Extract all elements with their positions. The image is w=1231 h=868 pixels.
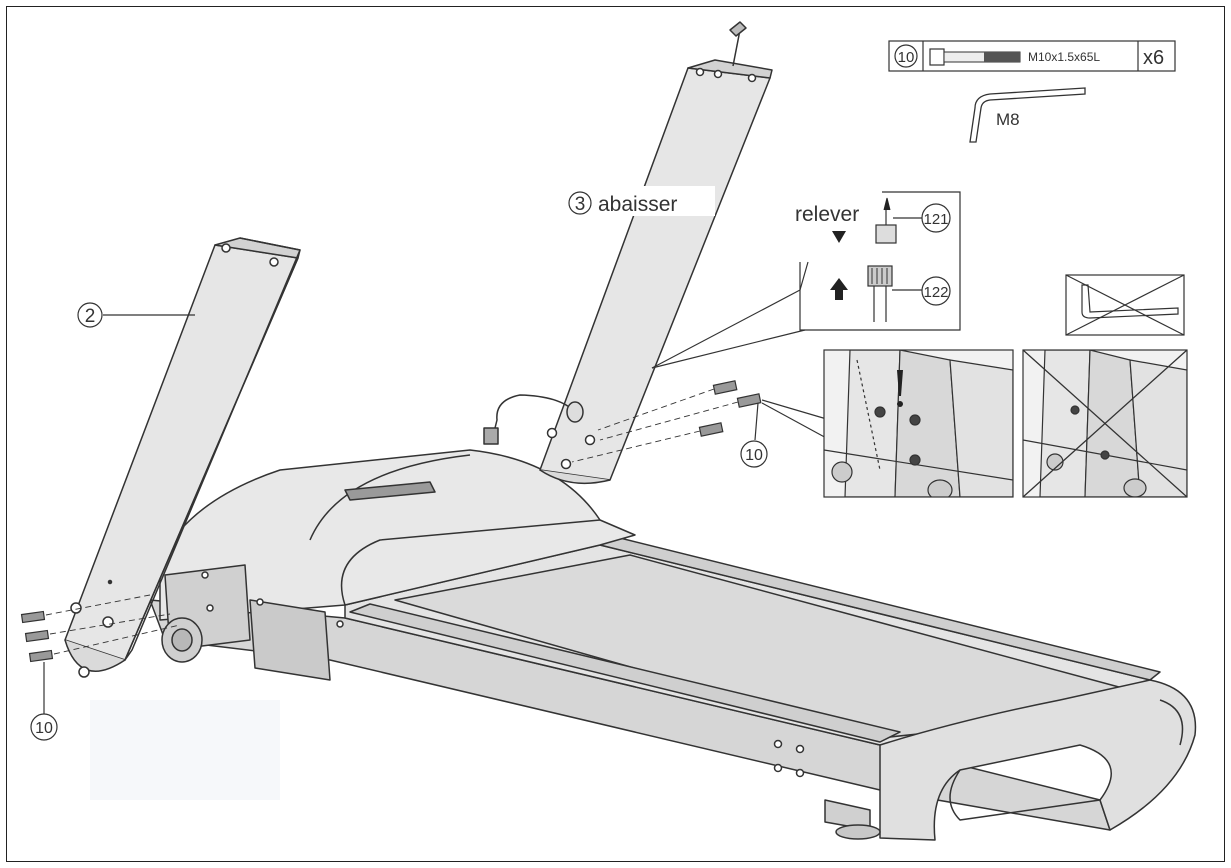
svg-text:121: 121: [923, 211, 948, 228]
right-upright: [483, 21, 773, 485]
connector-tip-icon: [883, 197, 891, 211]
instruction-raise: relever: [795, 203, 859, 226]
bolt-icon: [929, 48, 1021, 66]
svg-text:122: 122: [923, 284, 948, 301]
left-bolts: [20, 594, 181, 715]
treadmill-base: [149, 449, 1197, 841]
wrong-wrench-icon: [1065, 274, 1185, 336]
svg-text:10: 10: [898, 49, 915, 66]
callout-10-right: 10: [740, 440, 768, 468]
warning-icon: [897, 370, 903, 396]
svg-text:M10x1.5x65L: M10x1.5x65L: [1028, 50, 1100, 64]
arrow-up-icon: [830, 278, 848, 300]
svg-text:M8: M8: [996, 110, 1020, 129]
svg-text:x6: x6: [1143, 47, 1164, 69]
connector-121-icon: [875, 224, 897, 244]
hardware-legend: 10 M10x1.5x65L x6 M8: [888, 40, 1176, 143]
callout-leaders: [103, 261, 809, 369]
detail-incorrect: [1022, 349, 1188, 498]
callout-10-left: 10: [30, 713, 58, 741]
svg-text:2: 2: [85, 306, 96, 327]
svg-text:10: 10: [745, 447, 763, 464]
blank-patch: [90, 700, 280, 800]
callout-2: 2: [77, 302, 103, 328]
connector-detail: relever 121 122: [795, 191, 961, 331]
arrow-down-icon: [832, 231, 846, 243]
svg-text:3: 3: [575, 194, 586, 215]
connector-122-icon: [867, 265, 893, 287]
right-bolts: [571, 380, 831, 463]
allen-wrench-icon: [969, 87, 1086, 143]
detail-correct: [823, 349, 1014, 498]
callout-3: 3 abaisser: [568, 186, 715, 216]
instruction-lower: abaisser: [598, 193, 677, 216]
svg-text:10: 10: [35, 720, 53, 737]
